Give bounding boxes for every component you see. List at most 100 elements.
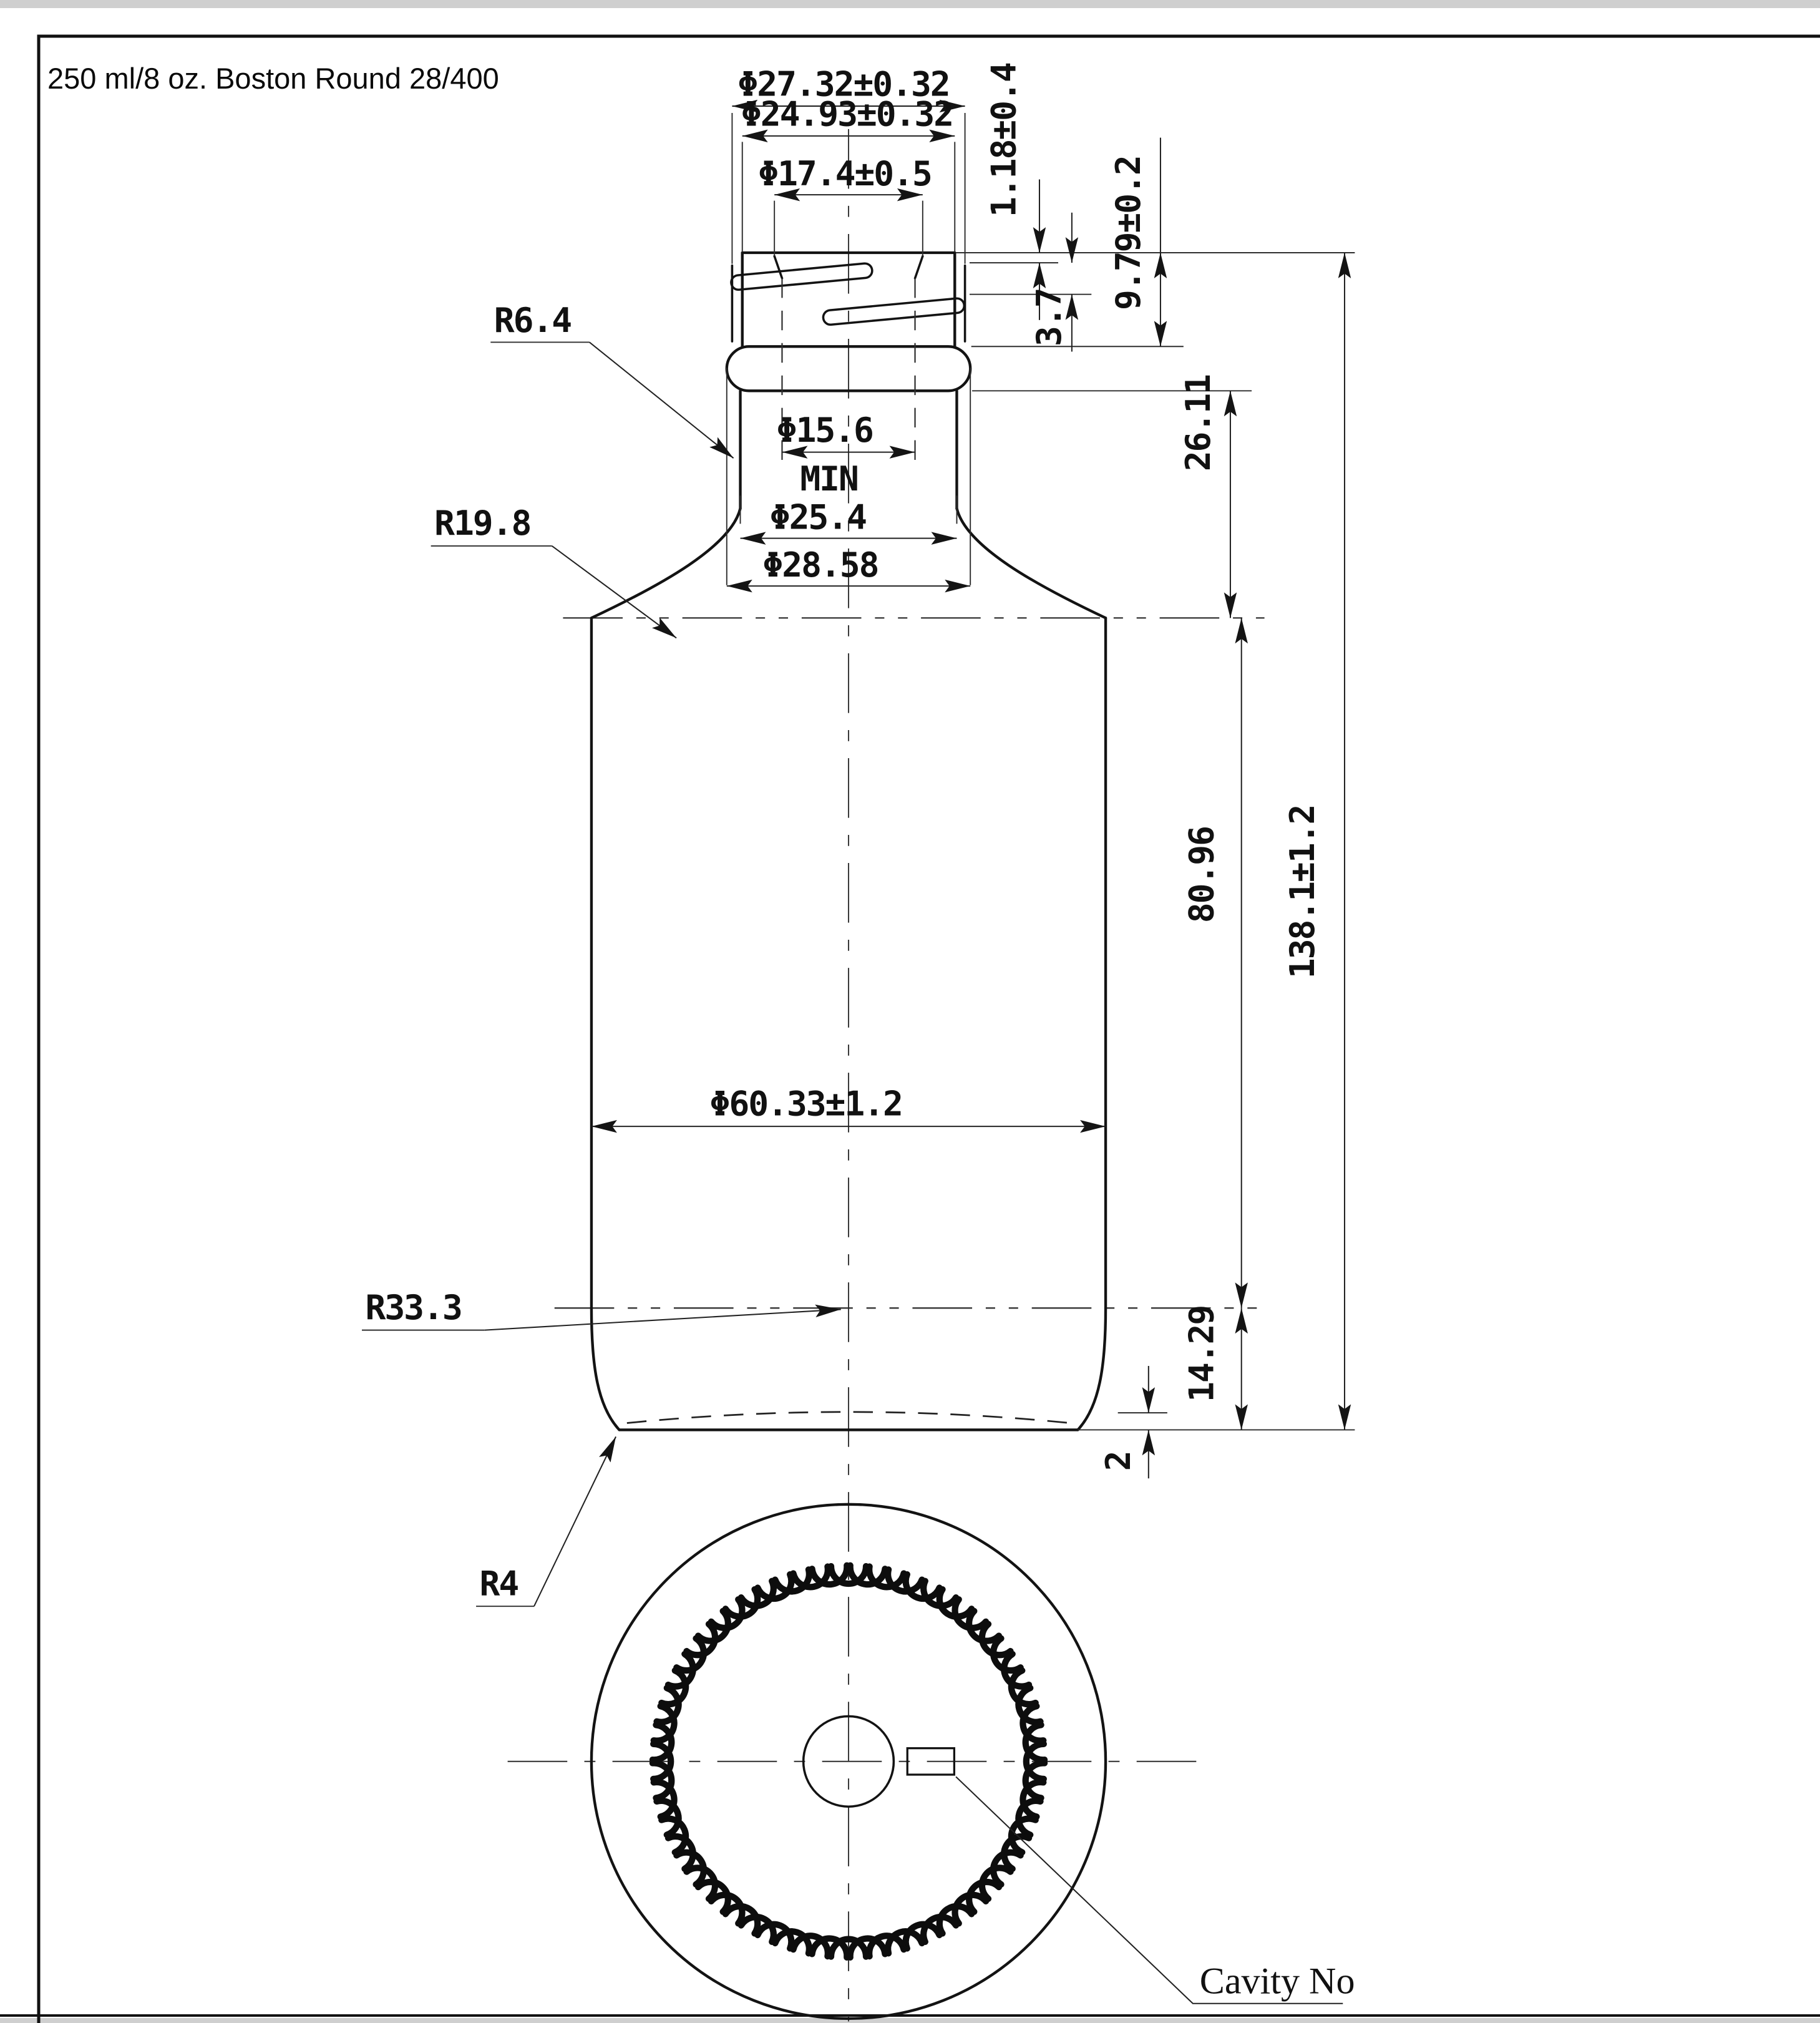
scan-margin-bottom	[0, 2018, 1820, 2023]
radius-leader-neck	[589, 341, 734, 459]
knurl-mark	[1019, 1703, 1047, 1744]
knurl-mark	[673, 1849, 708, 1888]
knurl-mark	[966, 1878, 1003, 1915]
knurl-mark	[936, 1586, 975, 1620]
scan-margin-top	[0, 0, 1820, 8]
knurl-mark	[885, 1566, 925, 1595]
bottle-bottom-view: Cavity No	[507, 1503, 1355, 2021]
knurl-mark	[847, 1935, 888, 1961]
knurl-mark	[673, 1635, 708, 1674]
knurl-mark	[902, 1921, 943, 1952]
neck-walls	[739, 389, 958, 510]
cavity-label: Cavity No	[1200, 1960, 1355, 2002]
knurl-mark	[1015, 1685, 1044, 1725]
knurl-mark	[847, 1562, 888, 1588]
dim-text-push-up: 2	[1098, 1452, 1138, 1471]
extension-lines	[726, 112, 1355, 1431]
knurl-mark	[885, 1928, 925, 1957]
knurl-mark	[827, 1936, 870, 1960]
cavity-number-box	[906, 1747, 956, 1776]
knurl-mark	[694, 1607, 731, 1644]
knurl-mark	[737, 1577, 777, 1609]
radius-leader-shoulder	[552, 545, 677, 639]
knurl-mark	[1023, 1740, 1047, 1782]
knurl-mark	[966, 1607, 1003, 1644]
base-knurl-ring	[649, 1562, 1048, 1961]
knurl-mark	[990, 1635, 1024, 1674]
sheet-border	[37, 34, 1820, 2023]
knurl-mark	[1008, 1667, 1039, 1708]
dimension-lines	[591, 99, 1351, 1479]
knurl-mark	[809, 1935, 850, 1961]
knurl-mark	[683, 1865, 719, 1903]
knurl-mark	[653, 1797, 682, 1838]
knurl-mark	[1015, 1797, 1044, 1838]
knurl-mark	[650, 1740, 674, 1782]
knurl-mark	[650, 1703, 678, 1744]
dim-text-bore-min: Φ15.6	[777, 410, 873, 450]
knurl-mark	[772, 1928, 812, 1957]
knurl-mark	[649, 1760, 675, 1801]
knurl-mark	[694, 1878, 731, 1915]
knurl-mark	[683, 1621, 719, 1659]
body-walls	[590, 617, 1107, 1310]
knurl-mark	[664, 1833, 696, 1873]
knurl-mark	[1008, 1815, 1039, 1856]
phantom-lines	[554, 617, 1265, 1309]
radius-text-shoulder: R19.8	[434, 503, 530, 543]
knurl-mark	[708, 1891, 746, 1927]
knurl-mark	[920, 1577, 960, 1609]
dim-text-thread-lead: 3.7	[1029, 289, 1069, 347]
dim-text-finish-height: 9.79±0.2	[1108, 156, 1148, 310]
dim-text-thread-od: Φ27.32±0.32	[737, 64, 949, 104]
knurl-mark	[951, 1596, 990, 1631]
knurl-mark	[658, 1667, 689, 1708]
thread-turn-lower	[822, 297, 966, 326]
knurl-mark	[1019, 1778, 1047, 1820]
drawing-area: Φ27.32±0.32 Φ24.93±0.32 Φ17.4±0.5 Φ15.6 …	[362, 63, 1355, 2022]
knurl-mark	[790, 1563, 831, 1591]
knurl-mark	[650, 1778, 678, 1820]
knurl-mark	[866, 1933, 907, 1960]
dim-text-overall-height: 138.1±1.2	[1282, 806, 1322, 979]
thread-turn-upper	[730, 262, 874, 291]
knurl-mark	[951, 1891, 990, 1927]
radius-leader-base-corner	[533, 1436, 617, 1607]
knurl-mark	[920, 1913, 960, 1945]
base-center-circle	[802, 1715, 895, 1808]
knurl-mark	[664, 1650, 696, 1690]
knurl-mark	[866, 1563, 907, 1591]
knurl-mark	[658, 1815, 689, 1856]
shoulder-curves	[590, 507, 1107, 620]
knurl-mark	[754, 1571, 795, 1602]
dimension-texts: Φ27.32±0.32 Φ24.93±0.32 Φ17.4±0.5 Φ15.6 …	[710, 63, 1322, 1471]
knurl-mark	[737, 1913, 777, 1945]
radius-text-heel: R33.3	[365, 1287, 461, 1327]
dim-text-neck-height: 26.11	[1178, 375, 1218, 471]
knurl-mark	[649, 1722, 675, 1763]
dim-text-body-dia: Φ60.33±1.2	[710, 1083, 902, 1123]
dim-text-lip-height: 1.18±0.4	[984, 63, 1024, 217]
base-outer-circle	[590, 1503, 1107, 2021]
dim-text-thread-root: Φ24.93±0.32	[741, 94, 953, 134]
dim-text-bead-dia: Φ28.58	[762, 545, 878, 585]
knurl-mark	[1001, 1833, 1033, 1873]
radius-leader-heel	[484, 1304, 841, 1331]
knurl-mark	[978, 1865, 1014, 1903]
dim-text-body-height: 80.96	[1182, 827, 1222, 923]
cavity-leader	[955, 1776, 1343, 2004]
knurl-mark	[1001, 1650, 1033, 1690]
knurl-mark	[809, 1562, 850, 1588]
dim-text-bore-min-note: MIN	[800, 459, 858, 499]
knurl-mark	[722, 1903, 761, 1937]
page-title: 250 ml/8 oz. Boston Round 28/400	[47, 62, 499, 95]
dim-text-neck-dia: Φ25.4	[770, 497, 866, 537]
knurl-mark	[772, 1566, 812, 1595]
bore-chamfer	[773, 255, 924, 280]
knurl-mark	[790, 1933, 831, 1960]
knurl-mark	[754, 1921, 795, 1952]
knurl-mark	[1022, 1760, 1048, 1801]
radius-text-neck: R6.4	[494, 300, 572, 340]
